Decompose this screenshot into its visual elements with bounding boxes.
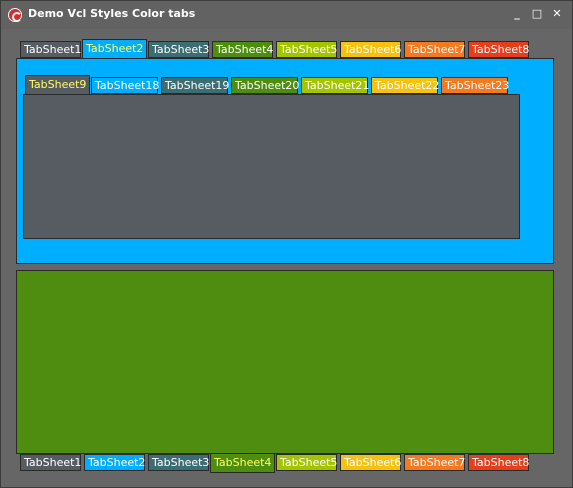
window-title: Demo Vcl Styles Color tabs — [28, 7, 196, 20]
top-tab-5[interactable]: TabSheet5 — [276, 41, 337, 58]
top-tab-6[interactable]: TabSheet6 — [340, 41, 401, 58]
inner-tab-5[interactable]: TabSheet21 — [301, 77, 369, 94]
bottom-tab-7[interactable]: TabSheet7 — [404, 454, 465, 471]
bottom-tab-6[interactable]: TabSheet6 — [340, 454, 401, 471]
bottom-tab-5[interactable]: TabSheet5 — [276, 454, 337, 471]
title-bar[interactable]: Demo Vcl Styles Color tabs _ □ ✕ — [1, 1, 572, 29]
top-tab-3[interactable]: TabSheet3 — [148, 41, 209, 58]
top-tab-1[interactable]: TabSheet1 — [20, 41, 81, 58]
top-tab-4[interactable]: TabSheet4 — [212, 41, 273, 58]
bottom-tab-8[interactable]: TabSheet8 — [468, 454, 529, 471]
app-logo-icon[interactable] — [8, 8, 22, 22]
bottom-tab-1[interactable]: TabSheet1 — [20, 454, 81, 471]
inner-tab-6[interactable]: TabSheet22 — [371, 77, 439, 94]
top-tab-2[interactable]: TabSheet2 — [82, 39, 147, 59]
bottom-tab-3[interactable]: TabSheet3 — [148, 454, 209, 471]
close-button[interactable]: ✕ — [552, 7, 562, 20]
bottom-tab-2[interactable]: TabSheet2 — [84, 454, 145, 471]
maximize-button[interactable]: □ — [531, 7, 543, 20]
inner-tab-1[interactable]: TabSheet9 — [25, 75, 90, 95]
top-tab-8[interactable]: TabSheet8 — [468, 41, 529, 58]
bottom-tab-page — [16, 270, 554, 454]
inner-tab-7[interactable]: TabSheet23 — [441, 77, 509, 94]
minimize-button[interactable]: _ — [514, 7, 520, 20]
inner-tab-4[interactable]: TabSheet20 — [231, 77, 299, 94]
bottom-tab-4[interactable]: TabSheet4 — [210, 453, 275, 473]
inner-tab-page — [23, 94, 520, 239]
inner-tab-3[interactable]: TabSheet19 — [161, 77, 229, 94]
top-tab-7[interactable]: TabSheet7 — [404, 41, 465, 58]
inner-tab-2[interactable]: TabSheet18 — [91, 77, 159, 94]
